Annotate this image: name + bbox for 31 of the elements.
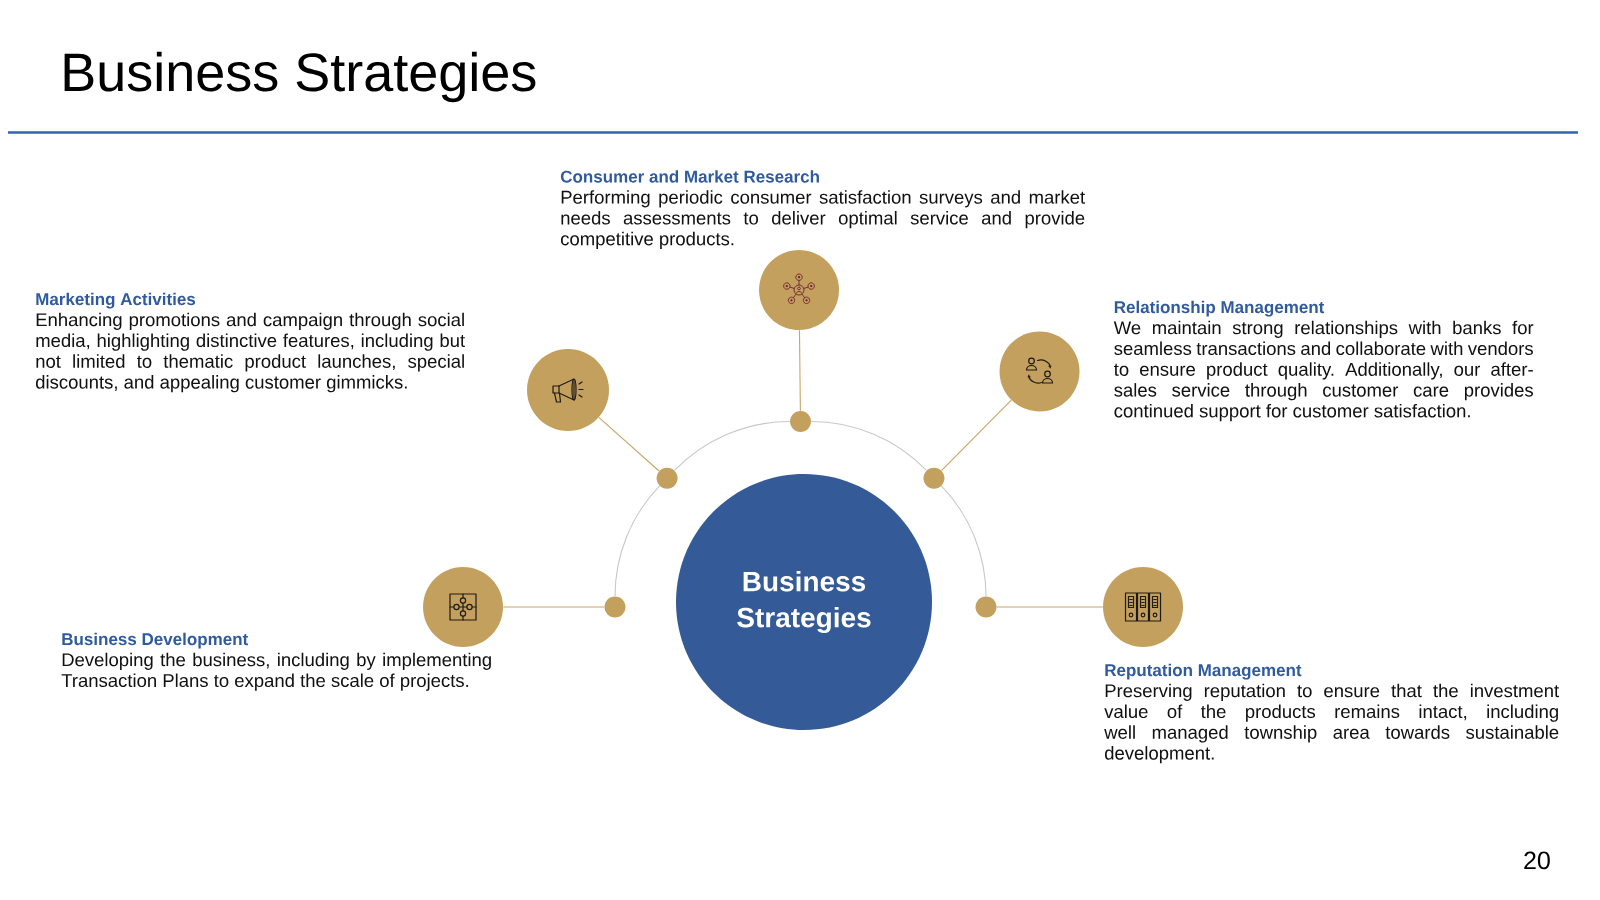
heading: Relationship Management [1114,300,1325,317]
arc-line [614,485,661,597]
connector-dot [975,596,997,618]
description: Developing the business, including by implementing Transaction Plans to expand the scale of projects. [61,652,491,691]
arc-line [673,420,791,471]
icon-circle [1103,567,1183,647]
connector-dot [790,411,811,432]
icon-circle [527,349,609,431]
connector-line [996,606,1104,608]
title: Business Strategies [64,51,536,103]
connector-line [502,606,605,608]
icon-circle [999,331,1080,412]
icon-circle [423,567,503,647]
heading: Reputation Management [1105,663,1302,680]
heading: Consumer and Market Research [560,170,819,183]
arc-line [810,420,928,471]
arc-line [940,485,987,597]
connector-dot [604,596,626,618]
connector-line [798,329,801,412]
icon-circle [759,250,839,330]
connector-dot [923,467,945,489]
description: Preserving reputation to ensure that the investment value of the products remains intact, including well managed township area towards sustainable development. [1104,683,1559,764]
connector-line [598,416,660,472]
heading: Marketing Activities [36,292,196,309]
connector-dot [656,467,678,489]
description: Enhancing promotions and campaign through social media, highlighting distinctive features, including but not limited to thematic product launches, special discounts, and appealing customer gimmicks. [36,312,465,393]
page-number: 20 [1524,851,1550,870]
description: We maintain strong relationships with banks for seamless transactions and collaborate with vendors to ensure product quality. Additionally, our after-sales service through customer care provides continued support for customer satisfaction. [1113,320,1534,422]
connector-line [940,399,1012,472]
heading: Business Development [62,632,249,649]
description: Performing periodic consumer satisfaction surveys and market needs assessments to deliver optimal service and provide competitive products. [561,190,1085,250]
